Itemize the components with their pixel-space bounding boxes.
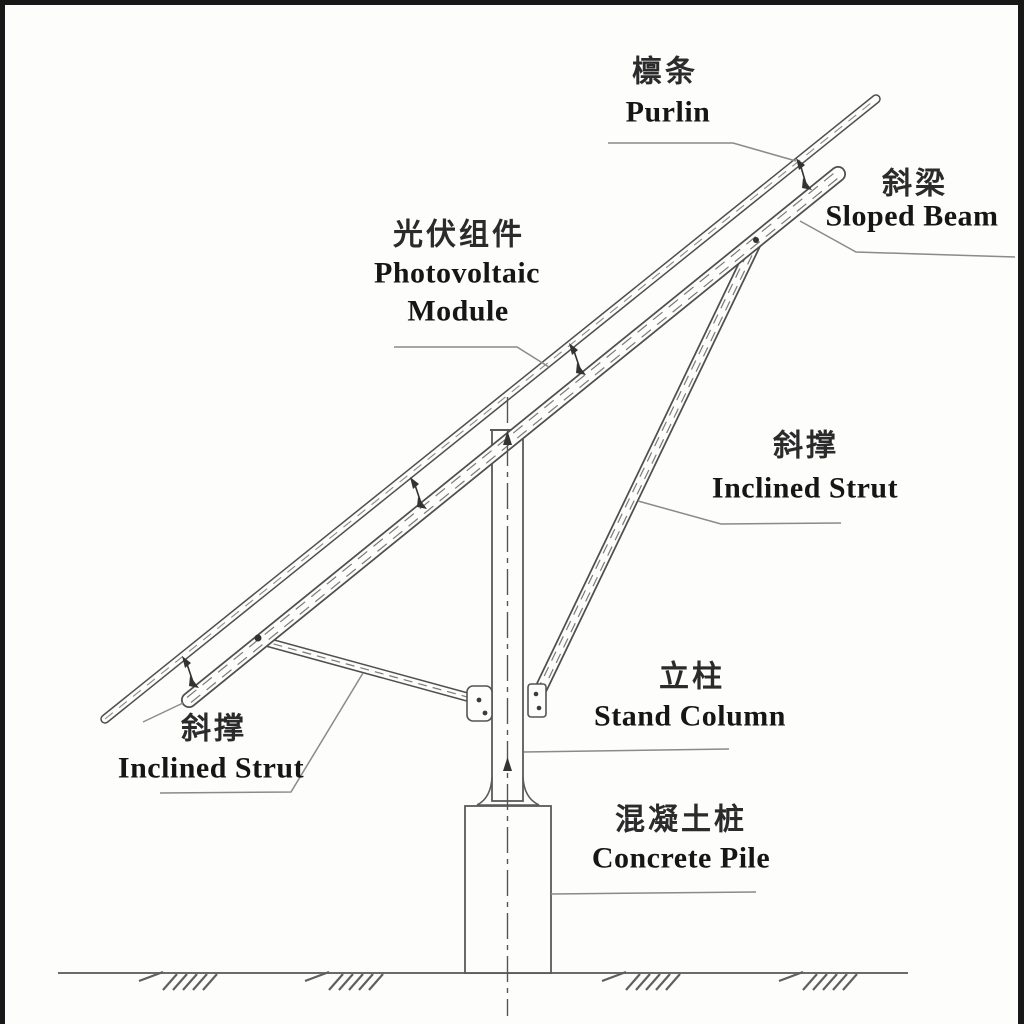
leader-stand-column	[523, 748, 730, 753]
label-purlin-en: Purlin	[625, 95, 711, 129]
label-pv-module-en2: Module	[407, 294, 509, 328]
inclined-strut-right-shape	[529, 232, 764, 706]
leader-inclined-strut-right	[637, 500, 842, 525]
label-concrete-pile-en: Concrete Pile	[591, 841, 771, 875]
leader-inclined-strut-left	[159, 672, 364, 794]
label-strut-left-zh: 斜撑	[181, 712, 247, 746]
purlin-marker-icons	[182, 158, 812, 688]
pv-module-rail-shape	[100, 94, 881, 724]
label-pv-module-zh: 光伏组件	[393, 218, 525, 252]
leader-sloped-beam	[799, 220, 1016, 258]
label-purlin-zh: 檩条	[632, 55, 698, 89]
inclined-strut-left-shape	[254, 635, 487, 706]
leader-concrete-pile	[550, 891, 757, 895]
strut-bracket-right	[527, 683, 547, 718]
leader-lines	[159, 142, 1016, 895]
label-strut-left-en: Inclined Strut	[117, 751, 305, 785]
leader-pv-module	[394, 346, 550, 368]
column-centerline	[503, 397, 512, 1016]
leader-purlin	[608, 142, 797, 162]
label-concrete-pile-zh: 混凝土桩	[615, 803, 747, 837]
sloped-beam-shape	[142, 166, 846, 723]
label-strut-right-en: Inclined Strut	[711, 471, 899, 505]
frame-edge-top	[0, 0, 1024, 5]
joint-dots	[254, 237, 759, 642]
label-pv-module-en1: Photovoltaic	[374, 256, 540, 290]
label-sloped-beam-en: Sloped Beam	[825, 199, 999, 233]
label-sloped-beam-zh: 斜梁	[882, 167, 948, 201]
label-stand-column-en: Stand Column	[594, 699, 786, 733]
label-stand-column-zh: 立柱	[659, 660, 725, 694]
frame-edge-left	[0, 0, 5, 1024]
strut-bracket-left	[466, 685, 493, 722]
frame-edge-right	[1018, 0, 1024, 1024]
label-strut-right-zh: 斜撑	[773, 429, 839, 463]
ground-hatching	[138, 970, 858, 991]
